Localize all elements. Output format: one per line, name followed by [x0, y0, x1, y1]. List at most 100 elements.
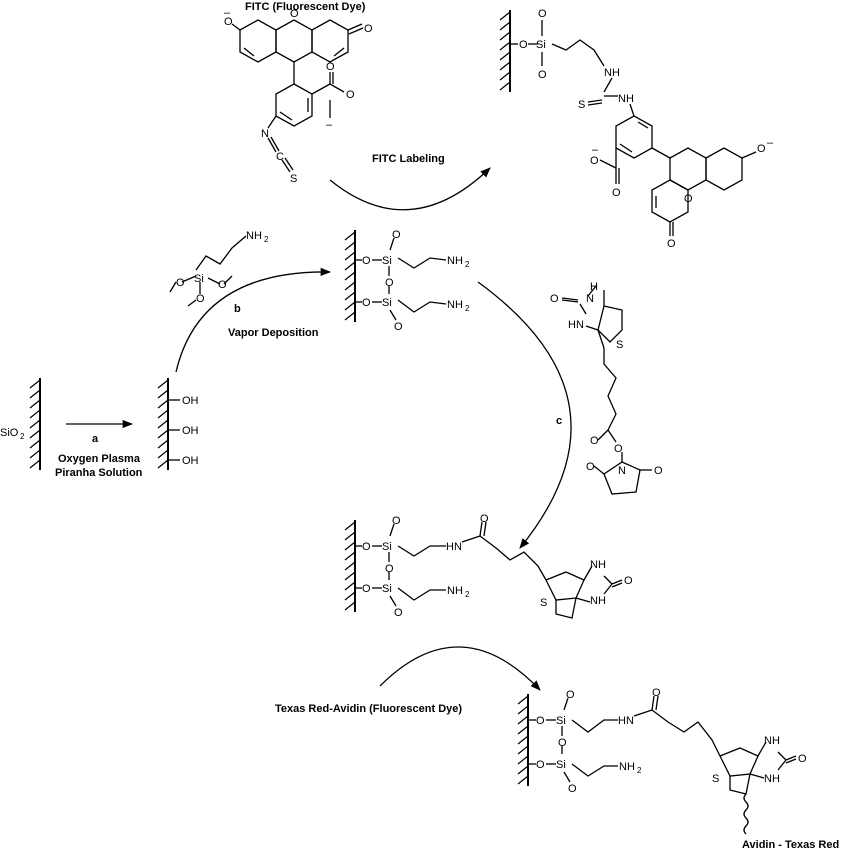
biotinyl-nh2: NH — [447, 585, 463, 597]
final-nh2-sub: 2 — [637, 766, 642, 775]
final-s: S — [712, 773, 719, 785]
oxygen-plasma-label: Oxygen Plasma — [58, 453, 141, 465]
biotinyl-hn: HN — [446, 541, 462, 553]
piranha-solution-label: Piranha Solution — [55, 467, 143, 479]
biotin-ester-o2: O — [614, 443, 623, 455]
fitc-o-minus-left: O — [224, 16, 233, 28]
amine-bridge-o: O — [385, 277, 394, 289]
final-nh-top: NH — [764, 735, 780, 747]
biotinyl-amide-o: O — [480, 513, 489, 525]
step-a-label: a — [92, 433, 99, 445]
tr-ring-o: O — [684, 193, 693, 205]
biotin-hn: HN — [568, 319, 584, 331]
fitc-n: N — [261, 128, 269, 140]
texas-red-avidin-label: Texas Red-Avidin (Fluorescent Dye) — [275, 703, 462, 715]
tr-methoxy-o-top: O — [538, 8, 547, 20]
fitc-molecule — [231, 19, 364, 173]
biotin-n-top: N — [586, 293, 594, 305]
amine-nh2-1: NH — [447, 255, 463, 267]
final-nh2: NH — [619, 761, 635, 773]
biotin-o-urea: O — [550, 293, 559, 305]
tr-si: Si — [536, 39, 546, 51]
amine-surface — [344, 230, 447, 322]
fitc-labeled-surface — [499, 10, 757, 236]
aptms-o-left: O — [176, 277, 185, 289]
amine-o1: O — [362, 255, 371, 267]
biotinylated-surface — [344, 520, 623, 619]
biotinyl-bridge-o: O — [385, 563, 394, 575]
nhs-n: N — [618, 465, 626, 477]
amine-methoxy-o1: O — [392, 229, 401, 241]
tr-keto-o: O — [667, 238, 676, 250]
tr-minus-carboxyl: – — [592, 144, 599, 156]
hydroxylated-surface — [157, 378, 180, 470]
biotinyl-nh2-sub: 2 — [465, 590, 470, 599]
oh-2: OH — [182, 425, 199, 437]
fitc-s: S — [290, 173, 297, 185]
fitc-carboxyl-o2: O — [326, 61, 335, 73]
fitc-minus-left: – — [224, 7, 231, 19]
amine-o2: O — [362, 297, 371, 309]
tr-minus-phenoxide: – — [767, 137, 774, 149]
tr-nh-2: NH — [618, 93, 634, 105]
fitc-labeling-arrow — [329, 167, 491, 211]
biotinyl-o1: O — [362, 541, 371, 553]
amine-nh2-2-sub: 2 — [465, 304, 470, 313]
sio2-substrate — [29, 378, 41, 470]
biotinyl-si1: Si — [382, 541, 392, 553]
amine-nh2-1-sub: 2 — [465, 260, 470, 269]
biotinyl-methoxy-o2: O — [394, 607, 403, 619]
tr-nh-1: NH — [604, 67, 620, 79]
fitc-title: FITC (Fluorescent Dye) — [245, 1, 366, 13]
biotinyl-methoxy-o1: O — [392, 515, 401, 527]
fitc-carboxyl-o: O — [346, 89, 355, 101]
oh-3: OH — [182, 455, 199, 467]
tr-methoxy-o-bot: O — [538, 69, 547, 81]
amine-si2: Si — [382, 297, 392, 309]
avidin-texas-red-label: Avidin - Texas Red — [742, 839, 839, 851]
step-c-arrow — [477, 281, 572, 549]
fitc-c: C — [276, 151, 284, 163]
final-methoxy-o2: O — [568, 783, 577, 795]
biotinyl-s: S — [540, 597, 547, 609]
oh-1: OH — [182, 395, 199, 407]
step-b-label: b — [234, 303, 241, 315]
avidin-linker-squiggle — [743, 793, 749, 835]
fitc-ring-o: O — [290, 8, 299, 20]
final-si2: Si — [556, 759, 566, 771]
tr-s: S — [578, 99, 585, 111]
aptms-nh2-sub: 2 — [264, 235, 269, 244]
final-nh-bot: NH — [764, 773, 780, 785]
biotinyl-si2: Si — [382, 583, 392, 595]
biotin-h-top: H — [590, 281, 598, 293]
sio2-label: SiO — [0, 427, 19, 439]
aptms-nh2: NH — [246, 230, 262, 242]
vapor-deposition-label: Vapor Deposition — [228, 327, 319, 339]
biotinyl-urea-o: O — [624, 575, 633, 587]
final-bridge-o: O — [558, 737, 567, 749]
final-urea-o: O — [798, 753, 807, 765]
nhs-o-right: O — [654, 465, 663, 477]
final-amide-o: O — [652, 687, 661, 699]
fitc-keto-o: O — [364, 23, 373, 35]
aptms-molecule — [169, 235, 247, 307]
aptms-o-bottom: O — [196, 293, 205, 305]
biotin-s: S — [616, 339, 623, 351]
final-methoxy-o1: O — [566, 689, 575, 701]
biotinyl-nh-bot: NH — [590, 595, 606, 607]
biotinyl-nh-top: NH — [590, 559, 606, 571]
aptms-si: Si — [194, 273, 204, 285]
tr-surface-o1: O — [519, 39, 528, 51]
biotin-nhs-molecule — [561, 285, 652, 495]
amine-nh2-2: NH — [447, 299, 463, 311]
amine-si1: Si — [382, 255, 392, 267]
final-si1: Si — [556, 715, 566, 727]
texas-red-avidin-arrow — [379, 646, 541, 691]
final-hn: HN — [618, 715, 634, 727]
fitc-labeling-label: FITC Labeling — [372, 153, 445, 165]
biotin-ester-o: O — [590, 435, 599, 447]
tr-carboxyl-o: O — [590, 155, 599, 167]
nhs-o-left: O — [586, 461, 595, 473]
tr-phenoxide-o: O — [757, 143, 766, 155]
